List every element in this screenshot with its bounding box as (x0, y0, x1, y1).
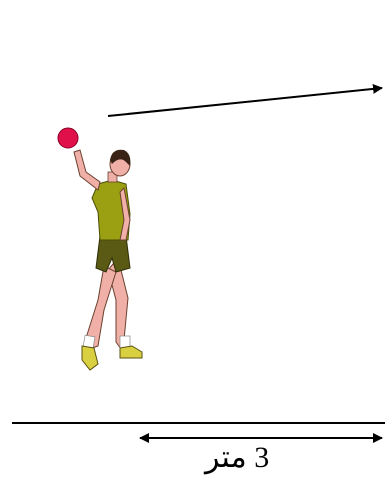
handball-player-icon (73, 149, 143, 371)
throw-arrow-icon (107, 83, 383, 117)
ball-icon (57, 127, 79, 149)
distance-label: 3 متر (205, 441, 270, 474)
